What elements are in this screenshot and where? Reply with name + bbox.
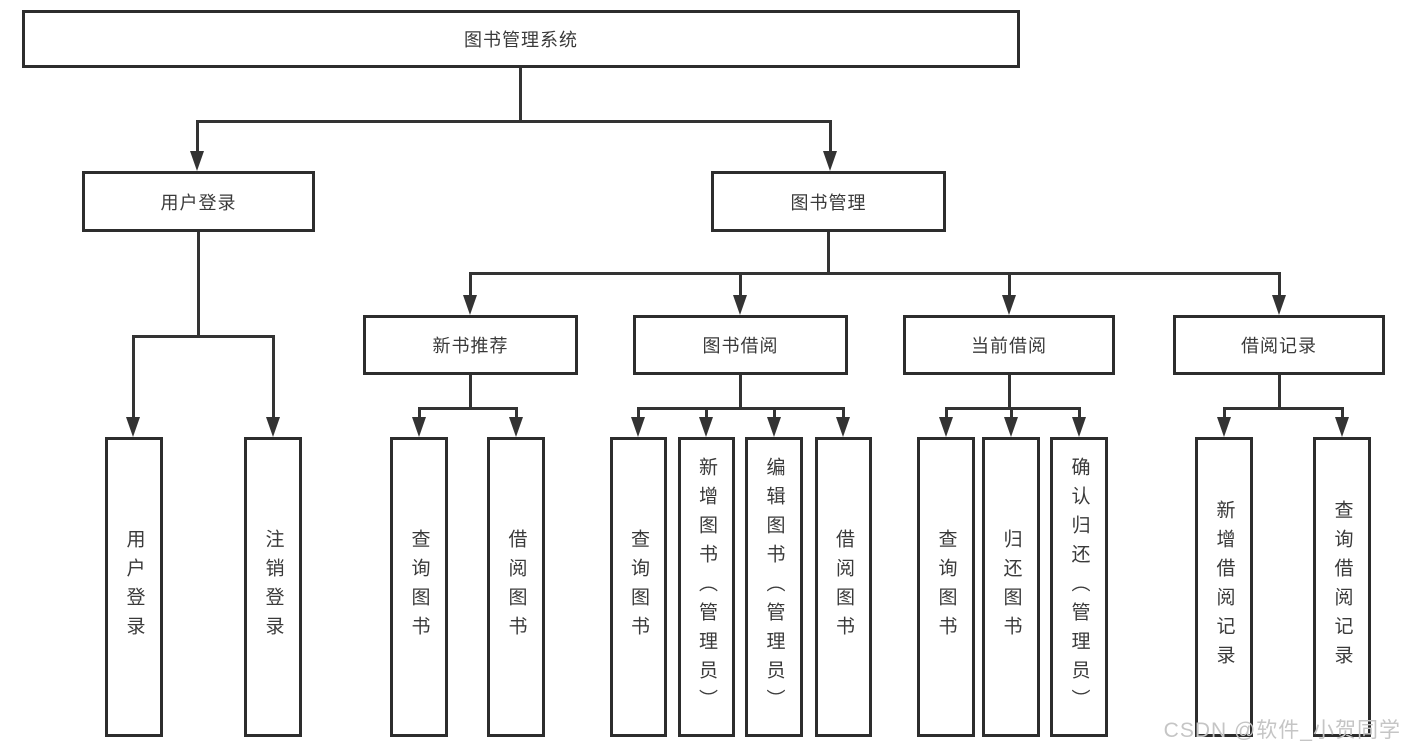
- node-leaf-add-book-admin: 新增图书（管理员）: [678, 437, 735, 737]
- node-leaf-query-borrow-record: 查询借阅记录: [1313, 437, 1371, 737]
- node-label: 注销登录: [262, 529, 284, 645]
- connector-line: [946, 407, 1080, 410]
- arrowhead-icon: [836, 417, 850, 437]
- connector-line: [469, 375, 472, 407]
- connector-line: [132, 335, 135, 419]
- arrowhead-icon: [733, 295, 747, 315]
- arrowhead-icon: [699, 417, 713, 437]
- node-new-book-recommendation: 新书推荐: [363, 315, 578, 375]
- connector-line: [1010, 407, 1013, 419]
- arrowhead-icon: [126, 417, 140, 437]
- connector-line: [469, 272, 472, 296]
- arrowhead-icon: [939, 417, 953, 437]
- node-label: 新增借阅记录: [1213, 500, 1235, 674]
- node-label: 编辑图书（管理员）: [763, 456, 785, 718]
- node-label: 新书推荐: [432, 336, 509, 356]
- arrowhead-icon: [1072, 417, 1086, 437]
- node-book-borrowing: 图书借阅: [633, 315, 848, 375]
- connector-line: [1278, 272, 1281, 296]
- node-leaf-return-book: 归还图书: [982, 437, 1040, 737]
- connector-line: [945, 407, 948, 419]
- connector-line: [1278, 375, 1281, 407]
- connector-line: [829, 120, 832, 154]
- arrowhead-icon: [631, 417, 645, 437]
- node-label: 查询图书: [628, 529, 649, 645]
- connector-line: [739, 272, 742, 296]
- node-label: 查询借阅记录: [1331, 500, 1353, 674]
- connector-line: [705, 407, 708, 419]
- arrowhead-icon: [412, 417, 426, 437]
- connector-line: [519, 68, 522, 120]
- connector-line: [842, 407, 845, 419]
- connector-line: [197, 120, 831, 123]
- connector-line: [1223, 407, 1226, 419]
- connector-line: [470, 272, 1280, 275]
- connector-line: [1224, 407, 1343, 410]
- connector-line: [1008, 272, 1011, 296]
- node-leaf-user-login: 用户登录: [105, 437, 163, 737]
- arrowhead-icon: [1217, 417, 1231, 437]
- node-label: 图书借阅: [702, 336, 779, 356]
- connector-line: [1008, 375, 1011, 407]
- connector-line: [638, 407, 844, 410]
- connector-line: [418, 407, 421, 419]
- node-label: 确认归还（管理员）: [1068, 456, 1090, 718]
- arrowhead-icon: [509, 417, 523, 437]
- connector-line: [272, 335, 275, 419]
- node-leaf-query-books-3: 查询图书: [917, 437, 975, 737]
- node-current-borrowing: 当前借阅: [903, 315, 1115, 375]
- node-leaf-query-books-2: 查询图书: [610, 437, 667, 737]
- node-label: 图书管理: [790, 192, 867, 213]
- connector-line: [133, 335, 274, 338]
- node-leaf-confirm-return-admin: 确认归还（管理员）: [1050, 437, 1108, 737]
- node-label: 借阅图书: [833, 529, 854, 645]
- connector-line: [515, 407, 518, 419]
- connector-line: [1341, 407, 1344, 419]
- node-label: 归还图书: [1000, 529, 1022, 645]
- arrowhead-icon: [463, 295, 477, 315]
- arrowhead-icon: [767, 417, 781, 437]
- arrowhead-icon: [1004, 417, 1018, 437]
- arrowhead-icon: [823, 151, 837, 171]
- node-label: 查询图书: [935, 529, 957, 645]
- node-label: 用户登录: [123, 529, 145, 645]
- node-book-management: 图书管理: [711, 171, 946, 232]
- node-borrowing-records: 借阅记录: [1173, 315, 1385, 375]
- connector-line: [637, 407, 640, 419]
- connector-line: [1078, 407, 1081, 419]
- node-label: 查询图书: [408, 529, 430, 645]
- node-user-login: 用户登录: [82, 171, 315, 232]
- node-label: 借阅图书: [505, 529, 527, 645]
- connector-line: [773, 407, 776, 419]
- node-leaf-edit-book-admin: 编辑图书（管理员）: [745, 437, 803, 737]
- connector-line: [419, 407, 517, 410]
- node-library-system: 图书管理系统: [22, 10, 1020, 68]
- node-label: 新增图书（管理员）: [696, 456, 717, 718]
- node-label: 借阅记录: [1241, 336, 1317, 356]
- node-leaf-query-books-1: 查询图书: [390, 437, 448, 737]
- csdn-watermark: CSDN @软件_小贺同学: [1163, 719, 1401, 742]
- arrowhead-icon: [1335, 417, 1349, 437]
- connector-line: [739, 375, 742, 407]
- arrowhead-icon: [190, 151, 204, 171]
- arrowhead-icon: [266, 417, 280, 437]
- node-leaf-add-borrow-record: 新增借阅记录: [1195, 437, 1253, 737]
- node-leaf-borrow-books-2: 借阅图书: [815, 437, 872, 737]
- node-leaf-borrow-books-1: 借阅图书: [487, 437, 545, 737]
- node-label: 用户登录: [160, 192, 237, 213]
- connector-line: [827, 232, 830, 272]
- node-label: 当前借阅: [971, 336, 1047, 356]
- connector-line: [197, 232, 200, 335]
- connector-line: [196, 120, 199, 154]
- node-leaf-logout: 注销登录: [244, 437, 302, 737]
- node-label: 图书管理系统: [464, 30, 578, 50]
- arrowhead-icon: [1002, 295, 1016, 315]
- arrowhead-icon: [1272, 295, 1286, 315]
